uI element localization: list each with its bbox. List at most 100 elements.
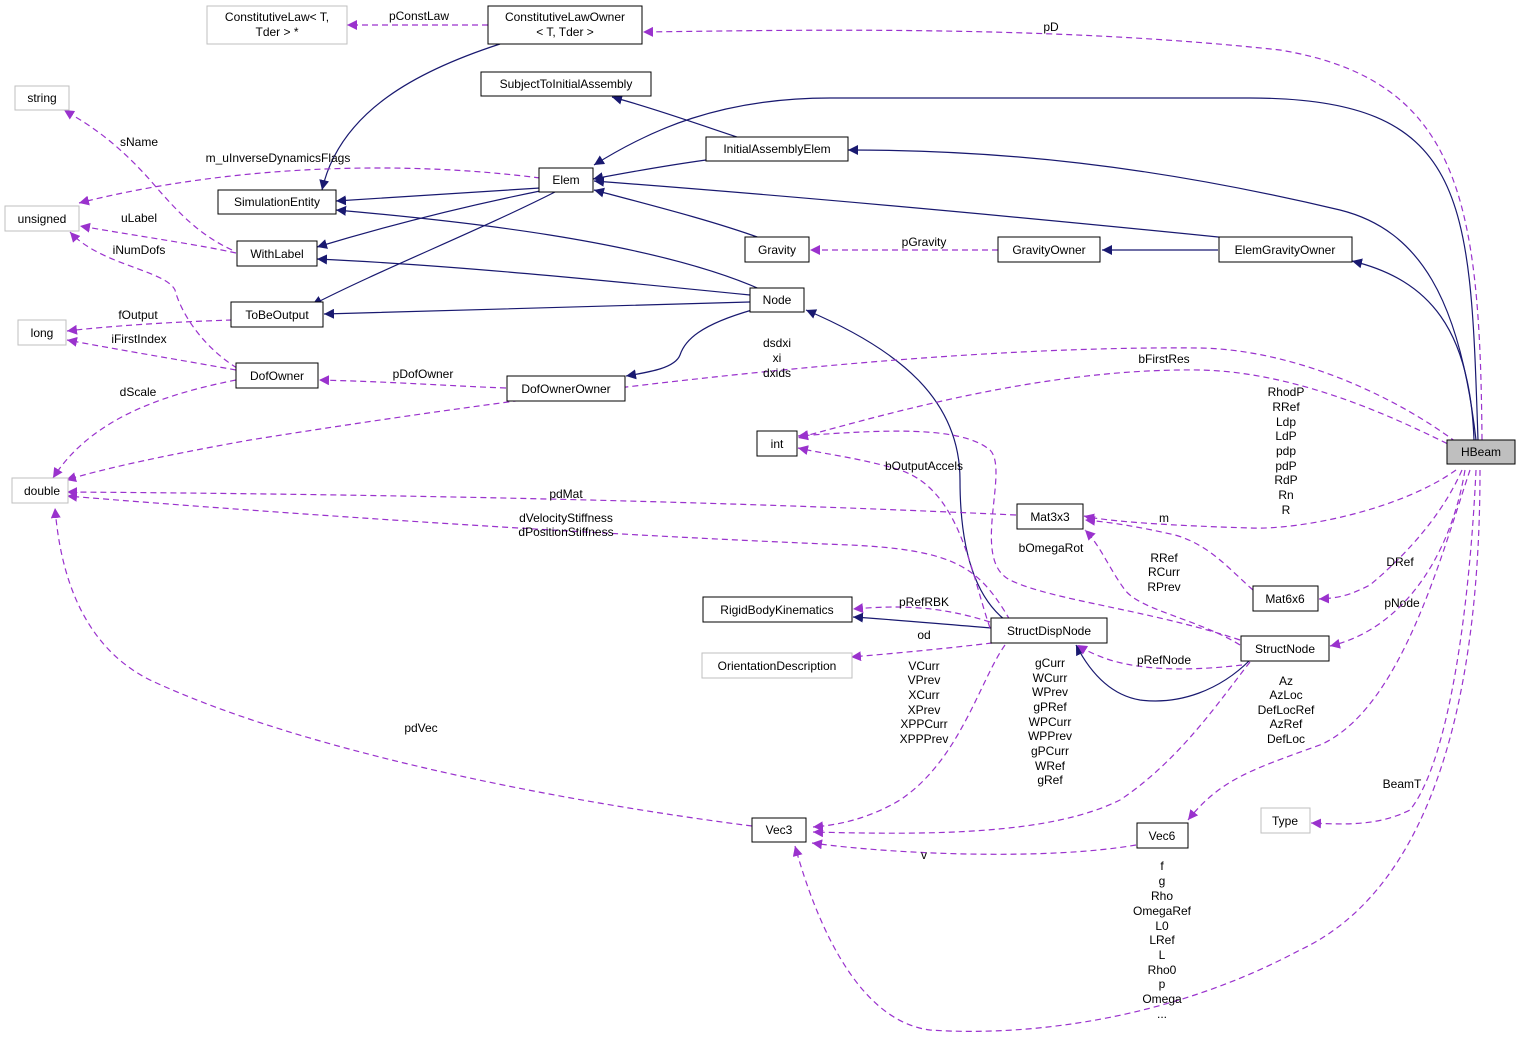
label-mat3x3-member: RdP xyxy=(1274,473,1297,487)
node-constitutive-law[interactable]: ConstitutiveLaw< T, Tder > * xyxy=(206,5,348,45)
label-az-member: AzLoc xyxy=(1269,688,1302,702)
label-rref: RRef xyxy=(1150,551,1178,565)
node-constitutive-law-owner[interactable]: ConstitutiveLawOwner < T, Tder > xyxy=(487,5,643,45)
node-label: ElemGravityOwner xyxy=(1235,243,1336,257)
label-dvelocitystiffness: dVelocityStiffness xyxy=(519,511,613,525)
edge-dofowner-double xyxy=(52,379,237,479)
node-orientation-description[interactable]: OrientationDescription xyxy=(701,652,853,679)
label-gcurr-member: gRef xyxy=(1037,773,1063,787)
label-bomegarot: bOmegaRot xyxy=(1019,541,1084,555)
label-vec3-member: Omega xyxy=(1142,992,1182,1006)
label-sname: sName xyxy=(120,135,158,149)
node-label: Type xyxy=(1272,814,1298,828)
label-dpositionstiffness: dPositionStiffness xyxy=(518,525,613,539)
node-string[interactable]: string xyxy=(14,85,70,111)
edge-egowner-elem xyxy=(593,176,1229,239)
edge-labels: pConstLaw pD sName m_uInverseDynamicsFla… xyxy=(111,9,1422,1021)
node-gravity-owner[interactable]: GravityOwner xyxy=(997,236,1101,263)
edge-hbeam-structnode xyxy=(1329,469,1466,649)
label-az-member: Az xyxy=(1279,674,1293,688)
node-dof-owner[interactable]: DofOwner xyxy=(235,362,319,389)
label-gcurr-member: WCurr xyxy=(1033,671,1068,685)
node-label: StructNode xyxy=(1255,642,1315,656)
edge-mat3x3-double xyxy=(66,487,1017,516)
label-vec3-member: OmegaRef xyxy=(1133,904,1192,918)
node-struct-disp-node[interactable]: StructDispNode xyxy=(990,617,1108,644)
node-mat6x6[interactable]: Mat6x6 xyxy=(1252,585,1319,612)
edge-vec6-vec3 xyxy=(811,839,1137,855)
edge-dofowner-long xyxy=(66,336,237,371)
edge-hbeam-elem xyxy=(593,97,1479,441)
label-xppprev: XPPPrev xyxy=(900,732,949,746)
node-label: HBeam xyxy=(1461,445,1501,459)
node-dof-owner-owner[interactable]: DofOwnerOwner xyxy=(506,375,626,402)
edge-hbeam-vec3 xyxy=(792,469,1481,1032)
edge-hbeam-iae xyxy=(847,145,1477,441)
edge-node-tobeoutput xyxy=(323,301,751,319)
node-with-label[interactable]: WithLabel xyxy=(236,240,318,267)
node-gravity[interactable]: Gravity xyxy=(744,236,810,263)
node-label: Mat6x6 xyxy=(1265,592,1305,606)
node-int[interactable]: int xyxy=(756,430,798,457)
label-mat3x3-member: pdp xyxy=(1276,444,1296,458)
node-vec3[interactable]: Vec3 xyxy=(751,817,807,843)
node-unsigned[interactable]: unsigned xyxy=(4,205,80,232)
edge-elem-tobeoutput xyxy=(311,191,556,306)
label-gcurr-member: gPCurr xyxy=(1031,744,1069,758)
label-prefrbk: pRefRBK xyxy=(899,595,949,609)
label-rcurr: RCurr xyxy=(1148,565,1180,579)
label-bfirstres: bFirstRes xyxy=(1138,352,1189,366)
node-label: Vec3 xyxy=(766,823,793,837)
node-hbeam[interactable]: HBeam xyxy=(1446,439,1516,465)
node-rigid-body-kinematics[interactable]: RigidBodyKinematics xyxy=(702,596,853,623)
label-pdvec: pdVec xyxy=(404,721,437,735)
label-vec3-member: L xyxy=(1159,948,1166,962)
edge-structnode-sdn xyxy=(1075,644,1251,702)
node-label: DofOwnerOwner xyxy=(521,382,610,396)
label-mat3x3-member: Ldp xyxy=(1276,415,1296,429)
node-long[interactable]: long xyxy=(17,319,67,346)
node-label: < T, Tder > xyxy=(536,25,594,39)
label-vec3-member: Rho0 xyxy=(1148,963,1177,977)
label-xi: xi xyxy=(773,351,782,365)
node-label: Mat3x3 xyxy=(1030,510,1070,524)
node-subject-to-initial-assembly[interactable]: SubjectToInitialAssembly xyxy=(480,71,652,97)
node-label: Elem xyxy=(552,173,579,187)
node-label: Node xyxy=(763,293,792,307)
node-elem-gravity-owner[interactable]: ElemGravityOwner xyxy=(1218,236,1353,263)
node-double[interactable]: double xyxy=(11,477,69,504)
edge-sdn-node xyxy=(805,309,1006,621)
node-label: GravityOwner xyxy=(1012,243,1085,257)
node-initial-assembly-elem[interactable]: InitialAssemblyElem xyxy=(705,136,849,162)
label-pd: pD xyxy=(1043,20,1059,34)
node-mat3x3[interactable]: Mat3x3 xyxy=(1016,503,1084,530)
label-vec3-member: g xyxy=(1159,874,1166,888)
label-foutput: fOutput xyxy=(118,308,158,322)
node-vec6[interactable]: Vec6 xyxy=(1136,822,1189,849)
label-pdmat: pdMat xyxy=(549,487,583,501)
node-to-be-output[interactable]: ToBeOutput xyxy=(230,301,324,328)
edge-dofowner-unsigned xyxy=(69,231,238,369)
label-rprev: RPrev xyxy=(1147,580,1180,594)
edge-sdn-rbk-pref xyxy=(852,603,991,623)
edge-structnode-sdn-pref xyxy=(1076,644,1243,670)
label-mat3x3-member: LdP xyxy=(1275,429,1296,443)
label-m: m xyxy=(1159,511,1169,525)
node-label: Vec6 xyxy=(1149,829,1176,843)
label-gcurr-member: WPCurr xyxy=(1029,715,1072,729)
node-simulation-entity[interactable]: SimulationEntity xyxy=(217,189,337,215)
node-label: int xyxy=(771,437,784,451)
edge-hbeam-vec6 xyxy=(1187,469,1471,821)
node-node[interactable]: Node xyxy=(749,287,805,313)
label-dsdxi: dsdxi xyxy=(763,336,791,350)
edge-sdn-rbk xyxy=(852,612,993,629)
node-label: StructDispNode xyxy=(1007,624,1091,638)
label-pconstlaw: pConstLaw xyxy=(389,9,449,23)
node-struct-node[interactable]: StructNode xyxy=(1240,635,1330,662)
node-elem[interactable]: Elem xyxy=(538,167,594,193)
node-type[interactable]: Type xyxy=(1260,807,1311,834)
label-mat3x3-member: pdP xyxy=(1275,459,1296,473)
label-ulabel: uLabel xyxy=(121,211,157,225)
node-label: DofOwner xyxy=(250,369,304,383)
nodes: ConstitutiveLaw< T, Tder > * Constitutiv… xyxy=(4,5,1516,849)
